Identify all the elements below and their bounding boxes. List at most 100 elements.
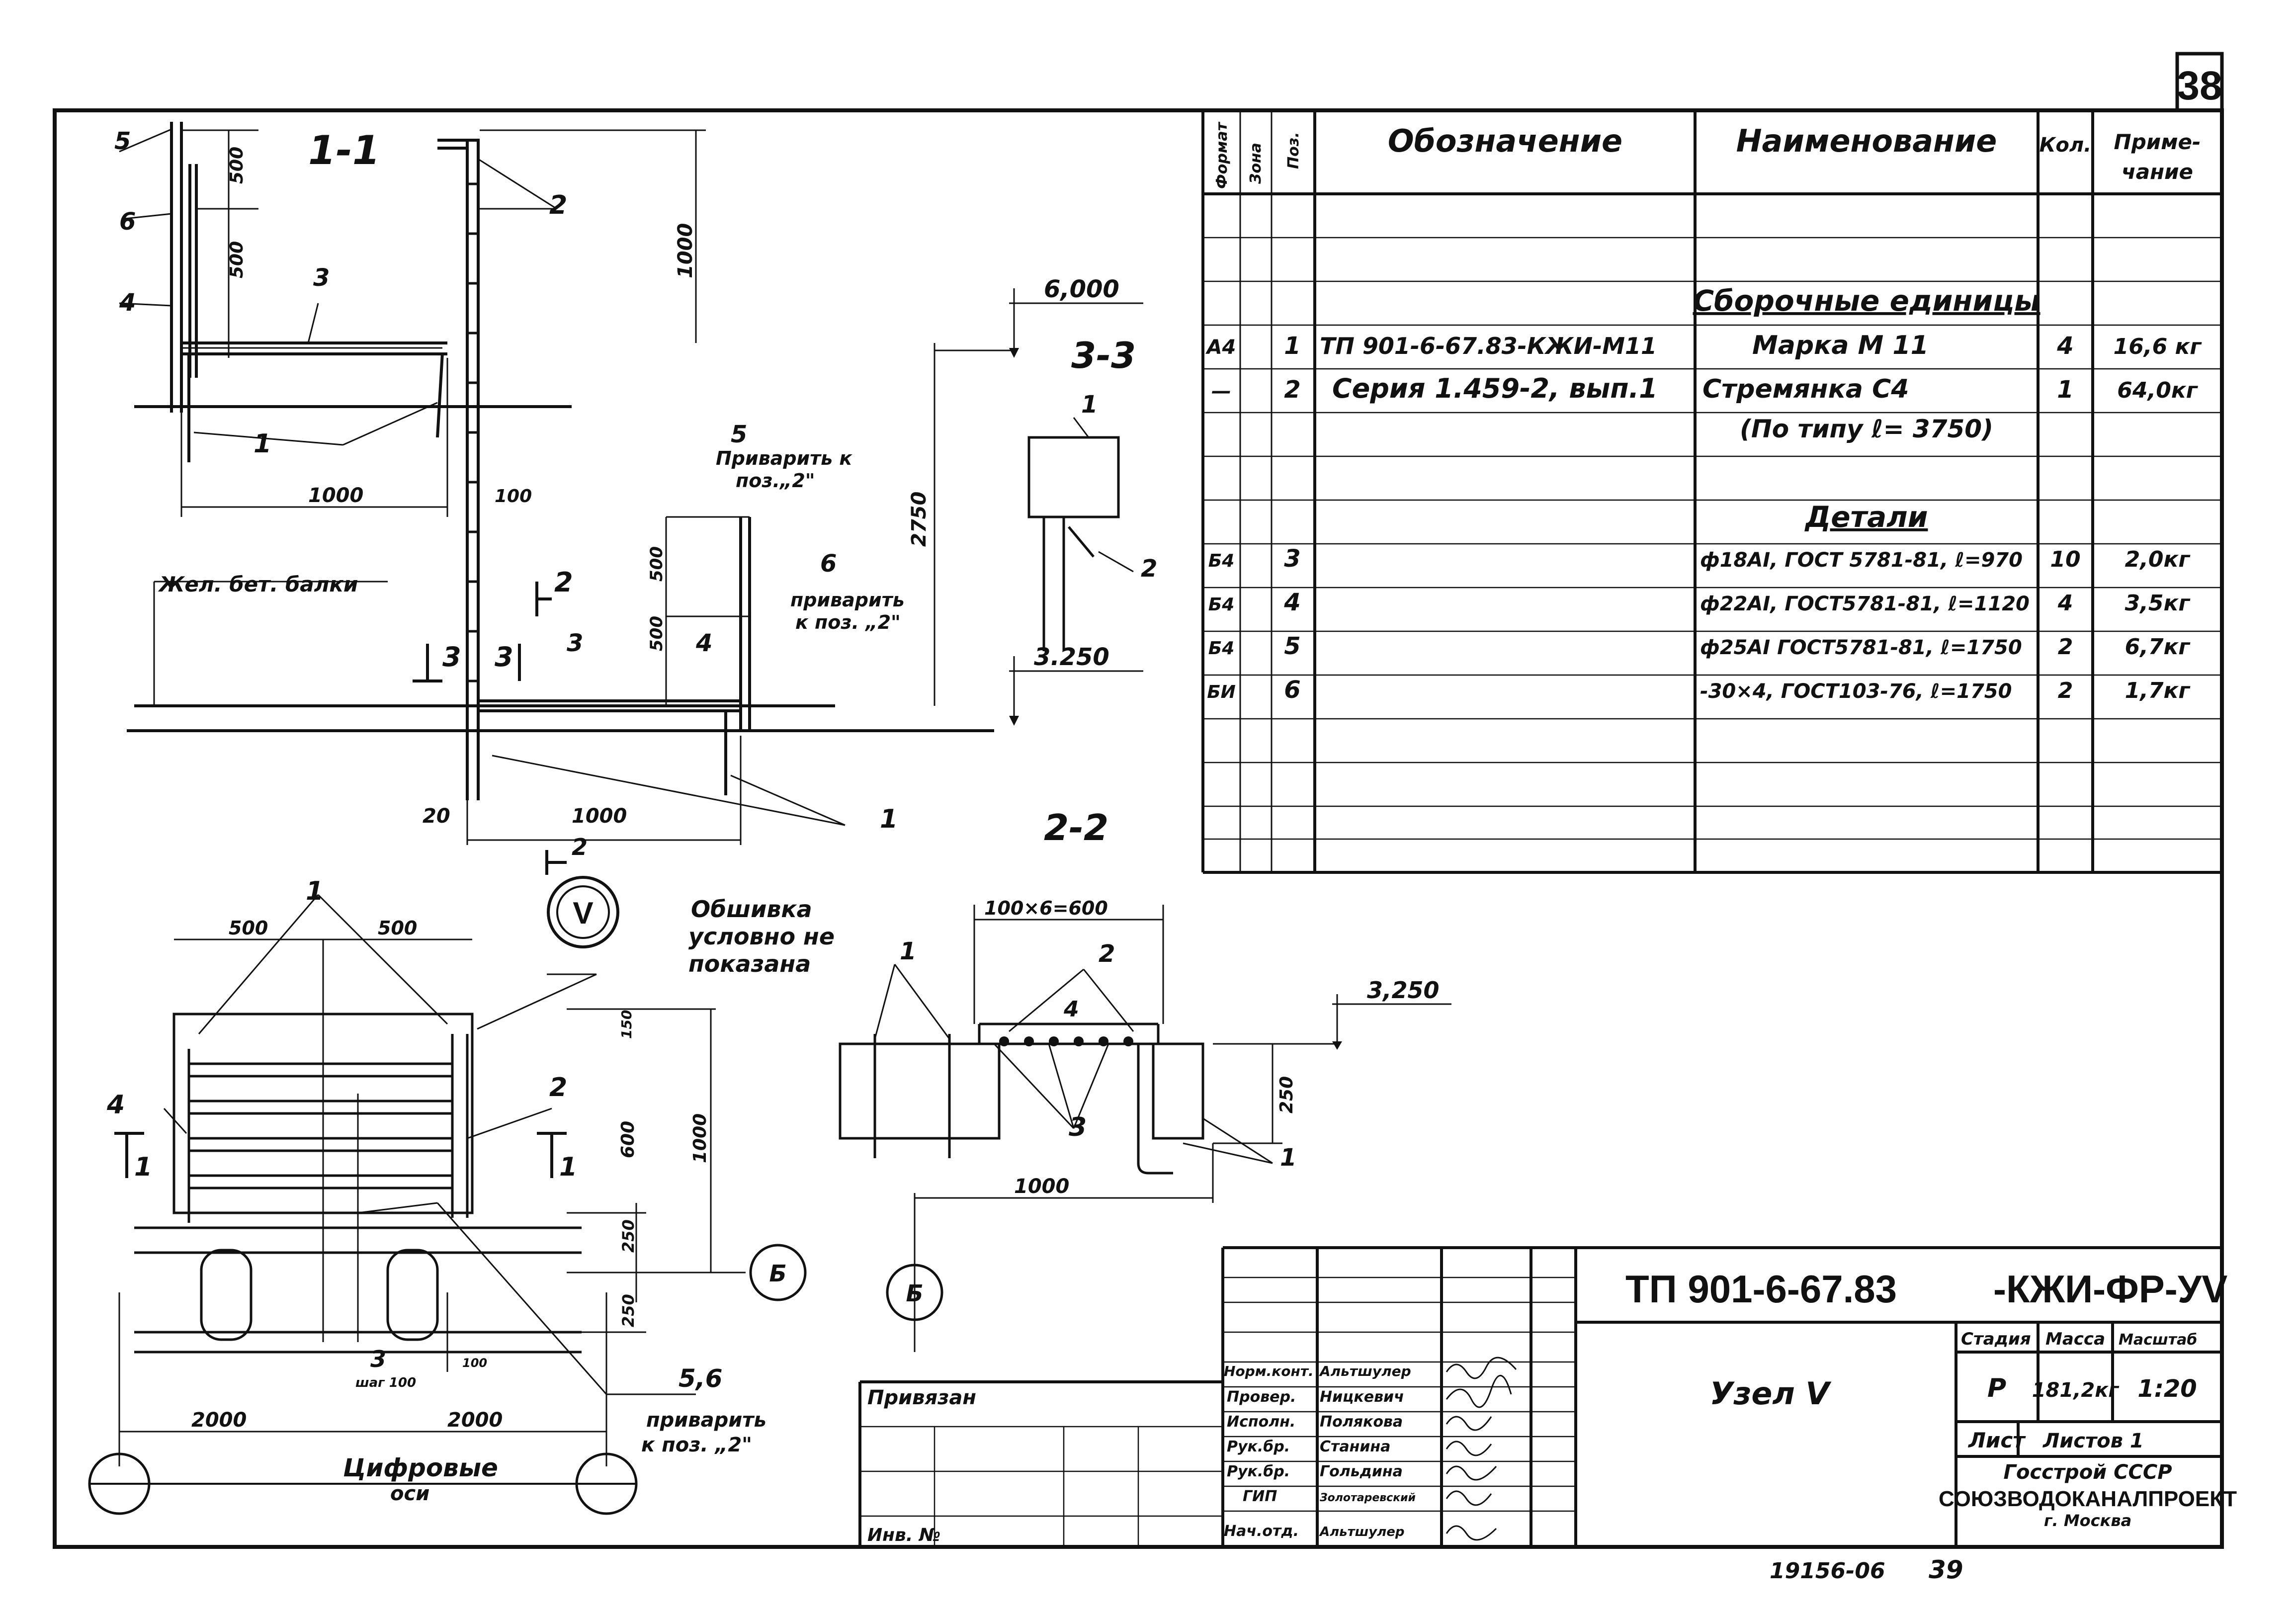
spec-row: Детали xyxy=(1804,500,1928,534)
header-qty: Кол. xyxy=(2040,134,2092,157)
spec-row: А4 1 ТП 901-6-67.83-КЖИ-М11 Марка М 11 4… xyxy=(1205,331,2203,360)
svg-text:3: 3 xyxy=(1284,545,1300,573)
dim-label: 1000 xyxy=(308,484,363,507)
pos-label: 2 xyxy=(1099,940,1115,968)
svg-text:БИ: БИ xyxy=(1207,682,1236,702)
svg-text:2,0кг: 2,0кг xyxy=(2125,547,2191,572)
cut-label: 3 xyxy=(442,641,461,673)
spec-row: Б4 3 ф18АI, ГОСТ 5781-81, ℓ=970 10 2,0кг xyxy=(1208,545,2191,573)
archive-code: 19156-06 xyxy=(1770,1558,1885,1584)
page-number: 38 xyxy=(2177,63,2222,108)
page-number-box xyxy=(2175,52,2224,112)
svg-text:6,7кг: 6,7кг xyxy=(2125,634,2191,660)
svg-text:16,6 кг: 16,6 кг xyxy=(2114,334,2203,359)
person-name: Альтшулер xyxy=(1319,1525,1405,1539)
pos-label: 4 xyxy=(106,1090,125,1120)
svg-text:2: 2 xyxy=(2058,634,2073,660)
header-format: Формат xyxy=(1213,121,1231,189)
weld-note: Приварить к xyxy=(716,447,852,469)
svg-text:4: 4 xyxy=(1283,589,1300,616)
dim-label: 100 xyxy=(495,486,532,507)
dim-label: 500 xyxy=(227,147,247,184)
drawing-code: ТП 901-6-67.83 xyxy=(1625,1267,1897,1311)
plan-view: 500 500 150 600 1000 250 250 100 2000 20… xyxy=(88,876,835,1515)
svg-text:(По типу ℓ= 3750): (По типу ℓ= 3750) xyxy=(1740,415,1993,443)
weld-note: поз.„2" xyxy=(736,470,815,492)
pos-label: 3 xyxy=(567,629,583,657)
weld-note: к поз. „2" xyxy=(795,611,901,633)
drawing-title: Узел V xyxy=(1710,1375,1832,1412)
pos-label: 4 xyxy=(695,629,712,657)
svg-text:4: 4 xyxy=(2056,332,2073,360)
svg-text:1,7кг: 1,7кг xyxy=(2125,678,2191,703)
dim-label: 2750 xyxy=(908,492,931,547)
dim-label: 1000 xyxy=(1014,1175,1069,1198)
role-label: Рук.бр. xyxy=(1227,1438,1290,1455)
pos-label: 6 xyxy=(119,208,136,236)
svg-text:2: 2 xyxy=(1284,376,1300,404)
dim-label: 500 xyxy=(647,546,667,582)
section-2-2: 100×6=600 1 2 4 3 1 250 1000 3,250 Б xyxy=(839,897,1451,1352)
elevation-label: 3,250 xyxy=(1367,977,1440,1004)
svg-text:5: 5 xyxy=(1284,632,1300,660)
role-label: ГИП xyxy=(1243,1488,1277,1505)
axes-caption: Цифровые xyxy=(343,1453,498,1482)
beams-label: Жел. бет. балки xyxy=(158,572,358,596)
section-3-3-label: 3-3 xyxy=(1071,335,1136,376)
section-2-2-label: 2-2 xyxy=(1044,807,1108,849)
signatures xyxy=(1446,1357,1517,1541)
dim-label: 250 xyxy=(619,1294,638,1327)
dim-label: 1000 xyxy=(674,223,697,278)
svg-text:V: V xyxy=(573,896,593,931)
pitch-label: 100×6=600 xyxy=(984,897,1108,919)
svg-text:Детали: Детали xyxy=(1804,500,1928,534)
svg-text:Б: Б xyxy=(906,1280,923,1307)
dim-label: 600 xyxy=(618,1121,638,1158)
pos-label: 1 xyxy=(254,429,271,459)
pos-label: 3 xyxy=(370,1346,386,1372)
svg-text:3,5кг: 3,5кг xyxy=(2125,591,2191,616)
svg-text:Серия 1.459-2, вып.1: Серия 1.459-2, вып.1 xyxy=(1332,373,1658,404)
role-label: Норм.конт. xyxy=(1224,1363,1314,1379)
role-label: Провер. xyxy=(1227,1388,1296,1406)
spec-row: (По типу ℓ= 3750) xyxy=(1740,415,1993,443)
mass-value: 181,2кг xyxy=(2032,1379,2120,1402)
dim-label: 500 xyxy=(227,241,247,278)
step-label: шаг 100 xyxy=(355,1375,416,1390)
svg-text:1: 1 xyxy=(1284,332,1300,360)
inv-label: Инв. № xyxy=(867,1525,940,1545)
dim-label: 500 xyxy=(229,917,268,939)
pos-label: 2 xyxy=(549,1073,567,1103)
pos-label: 5 xyxy=(731,421,747,448)
pos-label: 1 xyxy=(1081,391,1098,419)
scale-label: Масштаб xyxy=(2119,1331,2197,1349)
svg-text:-30×4, ГОСТ103-76, ℓ=1750: -30×4, ГОСТ103-76, ℓ=1750 xyxy=(1700,680,2012,703)
person-name: Золотаревский xyxy=(1319,1492,1416,1504)
org-line: г. Москва xyxy=(2044,1511,2131,1530)
sheet-label: Лист xyxy=(1967,1428,2026,1452)
person-name: Станина xyxy=(1320,1438,1390,1455)
weld-note: приварить xyxy=(790,589,905,611)
dim-label: 250 xyxy=(619,1219,638,1253)
pos-label: 4 xyxy=(119,289,136,317)
svg-text:ф18АI, ГОСТ 5781-81, ℓ=970: ф18АI, ГОСТ 5781-81, ℓ=970 xyxy=(1700,549,2023,572)
cut-label: 2 xyxy=(554,567,573,598)
sheets-label: Листов 1 xyxy=(2042,1430,2144,1452)
node-v-marker: V xyxy=(547,876,619,948)
svg-text:64,0кг: 64,0кг xyxy=(2117,378,2198,403)
dim-label: 1000 xyxy=(572,805,627,828)
scale-value: 1:20 xyxy=(2137,1375,2197,1403)
person-name: Гольдина xyxy=(1320,1463,1403,1480)
header-name: Наименование xyxy=(1736,123,1997,159)
dim-label: 500 xyxy=(647,616,667,651)
spec-table: Формат Зона Поз. Обозначение Наименовани… xyxy=(1201,110,2222,874)
pos-label: 5 xyxy=(114,127,131,155)
header-note-2: чание xyxy=(2122,160,2193,184)
pos-label: 1 xyxy=(880,804,898,834)
dim-label: 100 xyxy=(462,1356,487,1370)
pos-label: 2 xyxy=(1141,555,1157,583)
svg-text:Б4: Б4 xyxy=(1208,595,1235,615)
svg-text:Б: Б xyxy=(769,1260,786,1287)
elevation-label: 3.250 xyxy=(1034,643,1109,671)
